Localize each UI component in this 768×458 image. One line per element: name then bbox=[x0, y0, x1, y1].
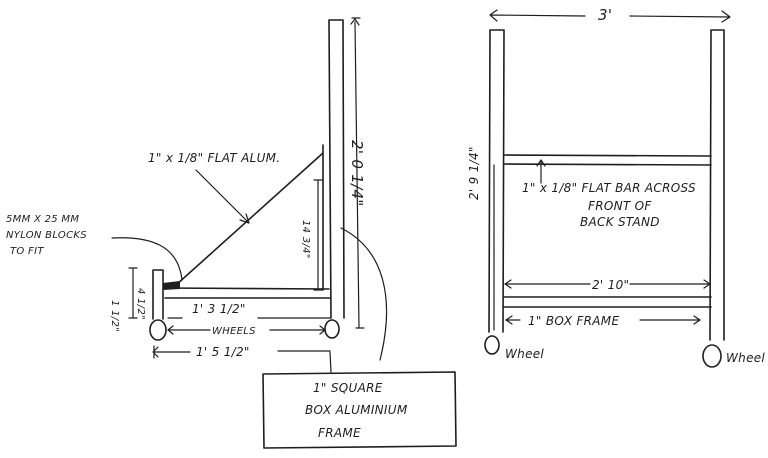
front-height-label: 2' 9 1/4" bbox=[467, 146, 481, 200]
front-inner-width-dimension bbox=[504, 279, 711, 289]
front-view bbox=[484, 9, 731, 368]
front-wheel-left-label: Wheel bbox=[505, 347, 544, 361]
frame-box-line-2: BOX ALUMINIUM bbox=[305, 403, 408, 417]
frame-box-leader bbox=[329, 227, 388, 373]
left-low-label: 1 1/2" bbox=[109, 300, 120, 332]
front-left-post bbox=[488, 29, 505, 333]
side-height-label: 2' 0 1/4" bbox=[348, 140, 366, 207]
nylon-leader bbox=[111, 237, 183, 281]
height-dimension-line bbox=[350, 17, 365, 329]
upper-gap-dimension bbox=[313, 179, 323, 291]
flat-bar-line-3: BACK STAND bbox=[580, 215, 660, 229]
flat-bar-line-1: 1" x 1/8" FLAT BAR ACROSS bbox=[522, 181, 696, 195]
side-view bbox=[111, 17, 388, 373]
box-frame-label: 1" BOX FRAME bbox=[528, 314, 619, 328]
bottom-span-dimension bbox=[152, 345, 331, 359]
side-wheel-right bbox=[324, 319, 340, 339]
flat-bar-line-2: FRONT OF bbox=[588, 199, 652, 213]
front-wheel-right-label: Wheel bbox=[726, 351, 765, 365]
frame-box-line-1: 1" SQUARE bbox=[313, 381, 383, 395]
front-width-label: 3' bbox=[598, 6, 612, 24]
front-width-dimension bbox=[489, 9, 731, 23]
nylon-blocks-line-3: TO FIT bbox=[10, 246, 44, 257]
side-wheel-left bbox=[149, 319, 167, 341]
left-height-dimension bbox=[128, 267, 138, 319]
nylon-blocks-line-1: 5MM X 25 MM bbox=[6, 214, 79, 225]
side-upright-post bbox=[328, 19, 345, 319]
left-height-label: 4 1/2" bbox=[135, 288, 146, 320]
front-right-post bbox=[709, 29, 725, 341]
box-frame-dimension bbox=[505, 315, 701, 325]
side-left-upright bbox=[152, 269, 164, 320]
front-inner-width-label: 2' 10" bbox=[592, 278, 629, 292]
bottom-span-label: 1' 5 1/2" bbox=[196, 345, 250, 359]
side-base-bar bbox=[162, 287, 331, 299]
nylon-blocks-line-2: NYLON BLOCKS bbox=[6, 230, 87, 241]
front-flat-bar bbox=[503, 154, 712, 166]
flat-alum-leader bbox=[195, 169, 250, 224]
top-span-label: 1' 3 1/2" bbox=[192, 302, 246, 316]
nylon-block bbox=[163, 281, 180, 290]
flat-bar-leader bbox=[536, 159, 546, 184]
wheels-label: WHEELS bbox=[212, 326, 256, 337]
frame-box bbox=[262, 371, 457, 449]
front-wheel-right bbox=[702, 344, 722, 368]
front-wheel-left bbox=[484, 335, 500, 355]
flat-alum-brace bbox=[175, 144, 324, 291]
upper-gap-label: 14 3/4" bbox=[300, 220, 311, 259]
flat-alum-label: 1" x 1/8" FLAT ALUM. bbox=[148, 151, 280, 165]
frame-box-line-3: FRAME bbox=[318, 426, 361, 440]
front-box-frame bbox=[503, 296, 712, 308]
wheels-dimension bbox=[167, 325, 326, 335]
